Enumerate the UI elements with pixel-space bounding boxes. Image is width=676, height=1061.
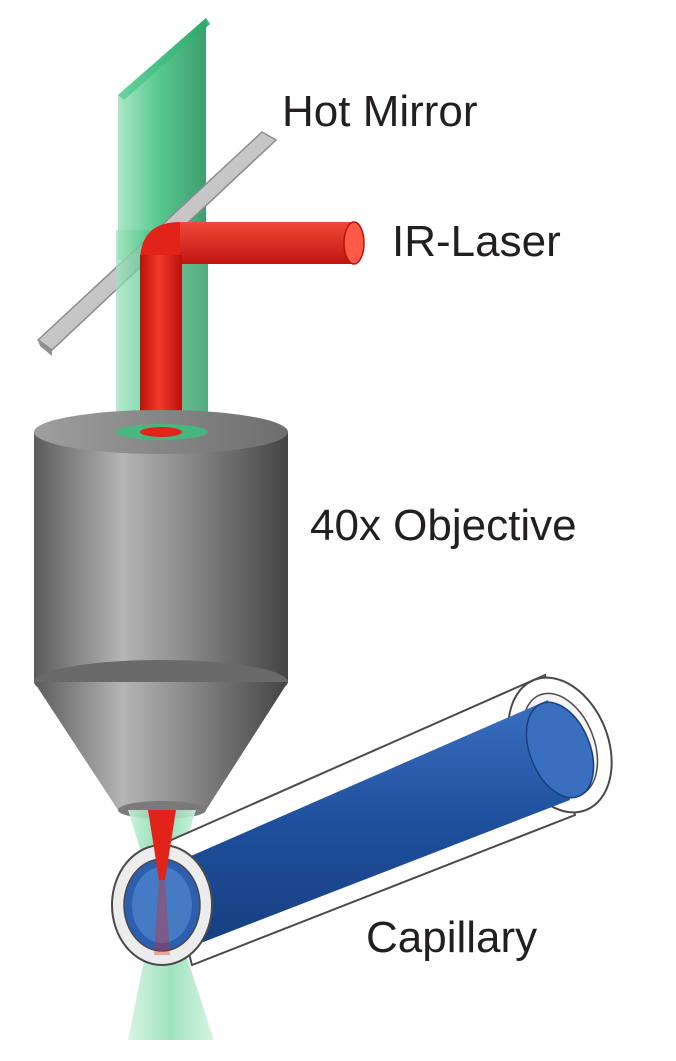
label-hot-mirror: Hot Mirror (282, 87, 478, 136)
capillary (111, 673, 613, 967)
green-beam-upper (118, 18, 210, 260)
ir-laser-beam (140, 221, 365, 442)
label-ir-laser: IR-Laser (392, 217, 561, 266)
laser-focus (148, 810, 176, 955)
label-objective: 40x Objective (310, 501, 577, 550)
objective-lens (34, 410, 288, 819)
label-capillary: Capillary (366, 913, 537, 962)
